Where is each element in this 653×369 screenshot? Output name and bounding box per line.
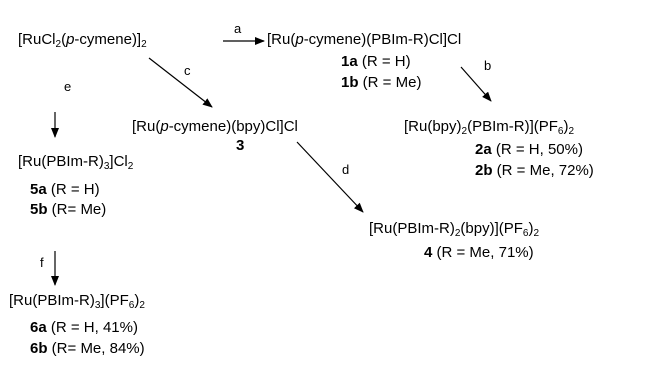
compound-2b-label: 2b (R = Me, 72%): [475, 162, 594, 179]
compound-1b-label: 1b (R = Me): [341, 74, 422, 91]
compound-3-number: 3: [236, 137, 245, 154]
step-label-a: a: [234, 21, 242, 36]
compound-1a-label: 1a (R = H): [341, 53, 411, 70]
step-label-c: c: [184, 63, 191, 78]
compound-1-formula: [Ru(p-cymene)(PBIm-R)Cl]Cl: [267, 31, 462, 48]
compound-4-formula: [Ru(PBIm-R)2(bpy)](PF6)2: [369, 220, 540, 239]
compound-3-formula: [Ru(p-cymene)(bpy)Cl]Cl: [132, 118, 298, 135]
step-label-f: f: [40, 255, 44, 270]
compound-5b-label: 5b (R= Me): [30, 201, 107, 218]
arrow-d: [296, 141, 364, 213]
compound-2-formula: [Ru(bpy)2(PBIm-R)](PF6)2: [404, 118, 575, 137]
compound-5a-label: 5a (R = H): [30, 181, 100, 198]
step-label-d: d: [342, 162, 350, 177]
compound-4-label: 4 (R = Me, 71%): [424, 244, 534, 261]
step-label-e: e: [64, 79, 72, 94]
step-label-b: b: [484, 58, 492, 73]
compound-2a-label: 2a (R = H, 50%): [475, 141, 583, 158]
arrow-c: [148, 57, 213, 108]
compound-6-formula: [Ru(PBIm-R)3](PF6)2: [9, 292, 145, 311]
compound-6a-label: 6a (R = H, 41%): [30, 319, 138, 336]
compound-5-formula: [Ru(PBIm-R)3]Cl2: [18, 153, 134, 172]
arrow-b: [460, 66, 492, 102]
compound-start-formula: [RuCl2(p-cymene)]2: [18, 31, 147, 50]
compound-6b-label: 6b (R= Me, 84%): [30, 340, 145, 357]
